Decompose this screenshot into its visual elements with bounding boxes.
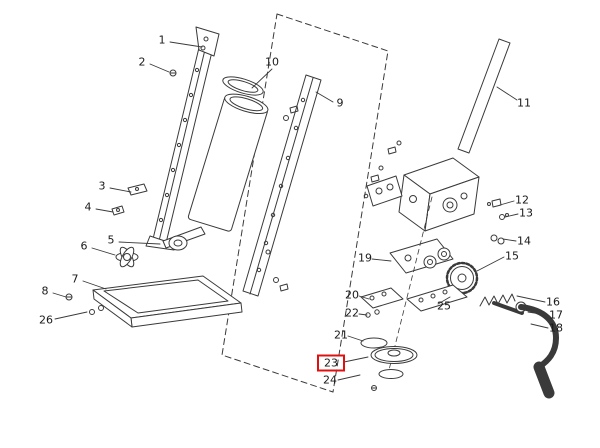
part-label-7[interactable]: 7 — [71, 272, 79, 286]
leader-line-1 — [169, 41, 203, 48]
base-screws-part26 — [89, 305, 104, 315]
leader-line-25 — [437, 296, 451, 305]
part-label-9[interactable]: 9 — [336, 96, 344, 110]
leader-line-11 — [496, 86, 518, 101]
leader-line-5 — [118, 241, 161, 245]
guide-rail — [242, 74, 322, 297]
leader-line-19 — [371, 258, 392, 262]
nut-part4 — [111, 205, 125, 216]
part-label-23-highlighted[interactable]: 23 — [317, 354, 345, 372]
part-label-3[interactable]: 3 — [98, 179, 106, 193]
wing-knob — [115, 246, 139, 268]
part-label-2[interactable]: 2 — [138, 55, 146, 69]
cylinder-sleeve — [187, 93, 269, 232]
part-label-4[interactable]: 4 — [84, 200, 92, 214]
part-label-18[interactable]: 18 — [549, 321, 563, 335]
mounting-bracket — [389, 238, 454, 274]
part-label-24[interactable]: 24 — [323, 373, 337, 387]
motor-side-plate — [366, 175, 403, 207]
part-label-22[interactable]: 22 — [345, 306, 359, 320]
leader-line-13 — [504, 213, 519, 218]
leader-line-7 — [82, 280, 107, 290]
rail-fasteners — [265, 105, 299, 292]
axis-line — [387, 196, 433, 375]
part-label-16[interactable]: 16 — [546, 295, 560, 309]
part-label-20[interactable]: 20 — [345, 288, 359, 302]
leader-line-22 — [358, 313, 368, 316]
leader-line-14 — [502, 238, 517, 242]
base-plate — [92, 275, 243, 328]
leader-line-15 — [476, 256, 505, 272]
part-label-11[interactable]: 11 — [517, 96, 531, 110]
part-label-13[interactable]: 13 — [519, 206, 533, 220]
bracket-part3 — [127, 183, 148, 196]
screws-part22 — [365, 309, 380, 318]
ring-washer-21 — [360, 337, 388, 349]
part-label-17[interactable]: 17 — [549, 308, 563, 322]
part-label-15[interactable]: 15 — [505, 249, 519, 263]
leader-line-17 — [527, 311, 549, 316]
leader-line-6 — [91, 247, 116, 256]
bolt-below-stack — [371, 385, 377, 391]
side-fasteners-12-13-14 — [487, 198, 509, 245]
part-label-10[interactable]: 10 — [265, 55, 279, 69]
part-label-6[interactable]: 6 — [80, 239, 88, 253]
part-label-1[interactable]: 1 — [158, 33, 166, 47]
crank-handle — [492, 301, 559, 399]
leader-line-21 — [347, 335, 364, 342]
part-label-8[interactable]: 8 — [41, 284, 49, 298]
part-label-21[interactable]: 21 — [334, 328, 348, 342]
shaft-roller — [162, 226, 206, 251]
part-label-26[interactable]: 26 — [39, 313, 53, 327]
part-label-19[interactable]: 19 — [358, 251, 372, 265]
leader-lines — [52, 41, 549, 381]
leader-line-24 — [337, 374, 361, 381]
leader-line-23 — [343, 356, 369, 363]
part-label-14[interactable]: 14 — [517, 234, 531, 248]
leader-line-9 — [315, 91, 334, 103]
housing-fasteners — [363, 140, 402, 199]
crank-grip — [533, 361, 555, 399]
part-label-5[interactable]: 5 — [107, 233, 115, 247]
ring-washer-24 — [378, 369, 404, 379]
screw-part2 — [169, 69, 177, 77]
cover-plate — [360, 287, 404, 309]
leader-line-8 — [52, 292, 67, 298]
leader-line-18 — [530, 323, 549, 329]
leader-line-2 — [149, 63, 170, 73]
shim-plate — [406, 284, 468, 312]
leader-line-26 — [54, 311, 88, 320]
leader-line-10 — [251, 68, 273, 89]
leader-line-20 — [358, 295, 370, 300]
leader-line-16 — [516, 295, 546, 303]
leader-line-4 — [95, 208, 114, 213]
support-rod — [457, 38, 511, 154]
dashed-boundary — [221, 13, 389, 393]
pulley-disc-23 — [370, 346, 418, 364]
leader-line-12 — [499, 200, 515, 206]
part-label-12[interactable]: 12 — [515, 193, 529, 207]
part-label-25[interactable]: 25 — [437, 299, 451, 313]
leader-line-3 — [109, 187, 132, 193]
clamp-ring — [222, 76, 264, 96]
